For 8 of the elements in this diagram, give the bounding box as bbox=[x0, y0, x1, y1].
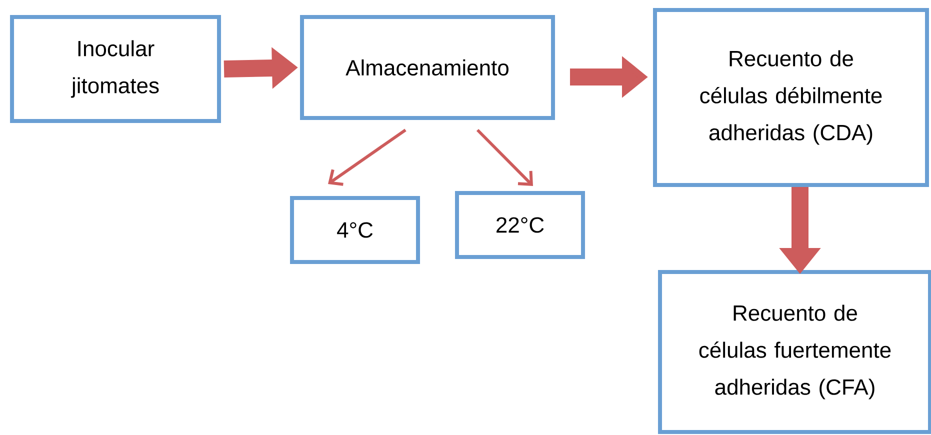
process-box: 22°C bbox=[455, 191, 585, 259]
process-box: Almacenamiento bbox=[300, 15, 555, 120]
process-box: Recuento de células fuertemente adheridas (CFA) bbox=[658, 270, 931, 434]
process-box: Inocular jitomates bbox=[10, 15, 221, 123]
process-box: 4°C bbox=[290, 196, 420, 264]
process-box: Recuento de células débilmente adheridas (CDA) bbox=[653, 8, 929, 187]
arrow bbox=[328, 128, 406, 186]
arrow bbox=[476, 128, 533, 186]
